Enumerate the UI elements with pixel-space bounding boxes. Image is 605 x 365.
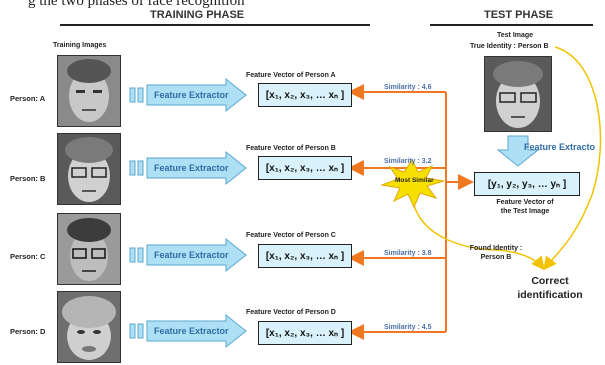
figure-caption: g the two phases of face recognition <box>28 0 245 9</box>
test-phase-title: TEST PHASE <box>484 9 554 21</box>
similarity-c: Similarity : 3.8 <box>384 250 432 257</box>
feature-extractor-label-b: Feature Extractor <box>154 163 229 173</box>
feature-extractor-arrow-b <box>129 150 247 186</box>
test-face-image <box>485 57 551 131</box>
person-label-a: Person: A <box>10 94 46 103</box>
test-extractor-label: Feature Extracto <box>524 142 596 152</box>
similarity-a: Similarity : 4.6 <box>384 84 432 91</box>
feature-extractor-label-a: Feature Extractor <box>154 90 229 100</box>
test-image-label: Test Image <box>497 32 534 39</box>
face-person-c <box>57 213 121 285</box>
face-b-image <box>58 134 120 204</box>
feature-extractor-arrow-d <box>129 313 247 349</box>
found-identity-curve <box>411 197 545 271</box>
feature-extractor-label-c: Feature Extractor <box>154 250 229 260</box>
test-face <box>484 56 552 132</box>
test-extractor-arrow <box>496 135 540 167</box>
person-label-c: Person: C <box>10 252 46 261</box>
found-identity-line1: Found Identity : <box>469 245 523 252</box>
person-label-d: Person: D <box>10 327 46 336</box>
correct-line2: identification <box>517 289 583 301</box>
vector-box-a: [x₁, x₂, x₃, … xₙ ] <box>258 83 352 107</box>
test-fv-label-1: Feature Vector of <box>496 199 554 206</box>
correct-line1: Correct <box>531 275 569 287</box>
face-person-a <box>57 55 121 127</box>
similarity-d: Similarity : 4.5 <box>384 324 432 331</box>
similarity-b: Similarity : 3.2 <box>384 158 432 165</box>
fv-label-a: Feature Vector of Person A <box>246 72 336 79</box>
vector-box-c: [x₁, x₂, x₃, … xₙ ] <box>258 244 352 268</box>
training-phase-title: TRAINING PHASE <box>150 9 245 21</box>
similarity-connectors <box>348 84 474 340</box>
training-images-label: Training Images <box>53 42 107 49</box>
face-person-d <box>57 291 121 363</box>
face-c-image <box>58 214 120 284</box>
face-a-image <box>58 56 120 126</box>
fv-label-b: Feature Vector of Person B <box>246 145 336 152</box>
feature-extractor-arrow-c <box>129 237 247 273</box>
feature-extractor-label-d: Feature Extractor <box>154 326 229 336</box>
face-d-image <box>58 292 120 362</box>
most-similar-burst <box>380 159 445 209</box>
feature-extractor-arrow-a <box>129 77 247 113</box>
test-vector-box: [y₁, y₂, y₃, … yₙ ] <box>474 172 580 196</box>
face-person-b <box>57 133 121 205</box>
person-label-b: Person: B <box>10 174 46 183</box>
fv-label-d: Feature Vector of Person D <box>246 309 336 316</box>
most-similar-label: Most Similar <box>395 177 434 184</box>
true-identity-curve <box>543 46 602 271</box>
found-identity-line2: Person B <box>480 254 512 261</box>
true-identity-label: True Identity : Person B <box>470 43 549 50</box>
fv-label-c: Feature Vector of Person C <box>246 232 336 239</box>
vector-box-b: [x₁, x₂, x₃, … xₙ ] <box>258 156 352 180</box>
test-fv-label-2: the Test Image <box>500 208 550 215</box>
vector-box-d: [x₁, x₂, x₃, … xₙ ] <box>258 321 352 345</box>
